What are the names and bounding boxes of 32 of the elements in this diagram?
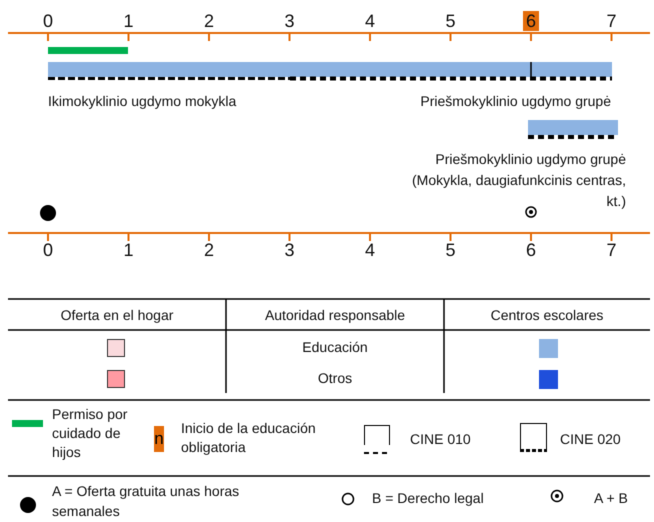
column-header: Centros escolares: [490, 307, 604, 324]
tick-label: 3: [284, 240, 294, 260]
bar-label: Priešmokyklinio ugdymo grupė (Mokykla, daugiafunkcinis centras, kt.): [411, 150, 626, 211]
tick-label: 0: [43, 11, 53, 31]
legend-swatch: n: [154, 426, 164, 452]
legend-text: Permiso por cuidado de hijos: [52, 405, 128, 462]
tick-label: 7: [606, 240, 616, 260]
tick-label: 0: [43, 240, 53, 260]
tick-label: 6: [526, 240, 536, 260]
tick-label: 5: [446, 11, 456, 31]
tick-label: 1: [124, 240, 134, 260]
row-label: Otros: [316, 370, 354, 387]
column-header: Oferta en el hogar: [60, 307, 174, 324]
tick-label: 5: [446, 240, 456, 260]
tick-label: 2: [204, 240, 214, 260]
legend-text: CINE 010: [410, 431, 471, 448]
column-header: Autoridad responsable: [264, 307, 406, 324]
legend-text: CINE 020: [560, 431, 621, 448]
legend-text: A + B: [594, 490, 628, 507]
legend-text: Inicio de la educación obligatoria: [181, 419, 317, 457]
legend-text: A = Oferta gratuita unas horas semanales: [52, 482, 240, 521]
row-label: Educación: [301, 339, 369, 356]
bar-label: Ikimokyklinio ugdymo mokykla: [48, 93, 236, 110]
highlighted-tick-label: 6: [523, 11, 539, 31]
tick-label: 7: [606, 11, 616, 31]
tick-label: 2: [204, 11, 214, 31]
bar-label: Priešmokyklinio ugdymo grupė: [420, 93, 611, 110]
tick-label: 4: [365, 240, 375, 260]
tick-label: 1: [124, 11, 134, 31]
tick-label: 3: [284, 11, 294, 31]
tick-label: 4: [365, 11, 375, 31]
legend-text: B = Derecho legal: [372, 490, 484, 507]
